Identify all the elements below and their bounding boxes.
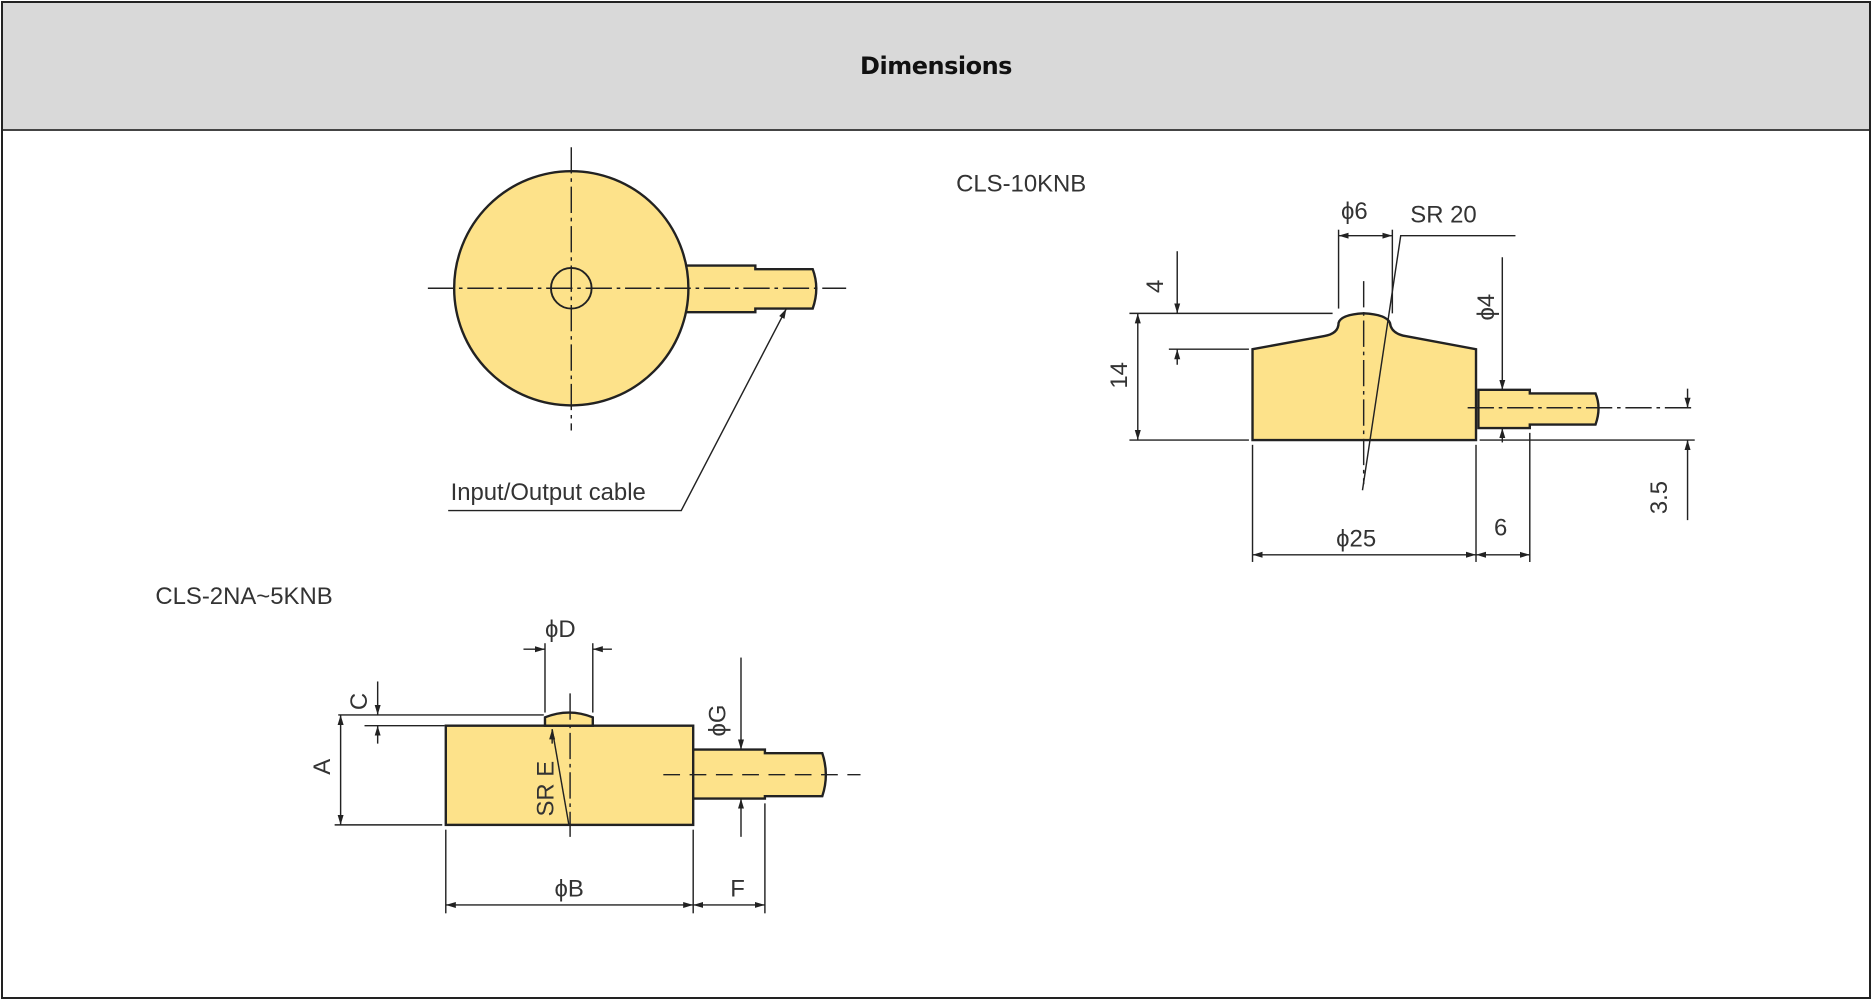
dim-10knb-cable-offset: 3.5 [1646, 481, 1673, 514]
panel-title: Dimensions [860, 52, 1012, 80]
dim-10knb-button-height: 4 [1142, 280, 1169, 293]
panel-header: Dimensions [3, 3, 1869, 131]
dim-2na-cable-length: F [730, 876, 745, 903]
dim-10knb-button-dia: ϕ6 [1341, 198, 1368, 225]
dim-10knb-total-height: 14 [1106, 362, 1133, 389]
dim-2na-body-dia: ϕB [555, 876, 584, 903]
dim-2na-sr: SR E [532, 761, 559, 817]
cls-2na-5knb-drawing: CLS-2NA~5KNB ϕD C A SR E ϕG ϕB F [155, 583, 861, 914]
top-view-drawing: Input/Output cable [427, 147, 847, 512]
dim-10knb-cable-dia: ϕ4 [1473, 294, 1500, 321]
dim-2na-cable-dia: ϕG [704, 704, 731, 736]
dim-10knb-sr: SR 20 [1410, 202, 1476, 229]
cable-label: Input/Output cable [451, 479, 646, 506]
dim-2na-button-height: C [346, 693, 373, 710]
dim-2na-total-height: A [309, 759, 336, 775]
model-title-2na-5knb: CLS-2NA~5KNB [155, 583, 332, 610]
dim-10knb-cable-length: 6 [1494, 515, 1507, 542]
cable-leader [448, 308, 788, 512]
dim-2na-button-dia: ϕD [545, 616, 576, 643]
model-title-10knb: CLS-10KNB [956, 170, 1086, 197]
cls-10knb-drawing: CLS-10KNB ϕ6 SR 20 4 14 ϕ4 3.5 ϕ25 6 [956, 170, 1695, 562]
dim-10knb-body-dia: ϕ25 [1336, 525, 1376, 552]
